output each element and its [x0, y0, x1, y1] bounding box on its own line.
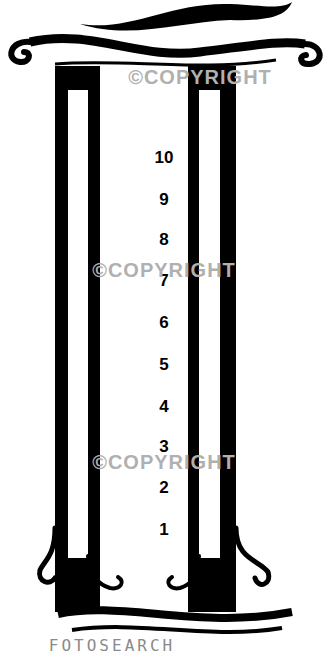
callout-number: 6 [159, 313, 168, 333]
column-capital [11, 2, 319, 65]
right-base-scroll [236, 528, 269, 584]
left-shaft [55, 66, 100, 612]
base-thin-wave [72, 627, 282, 632]
left-base-scroll [40, 528, 55, 582]
right-inner-scroll [168, 556, 199, 588]
left-inner-scroll [88, 556, 122, 588]
capital-left-scroll [11, 42, 30, 62]
watermark: ©COPYRIGHT [92, 259, 236, 282]
right-shaft-groove [199, 90, 220, 558]
capital-under-line [55, 60, 276, 65]
callout-number: 4 [159, 397, 168, 417]
callout-number: 8 [159, 230, 168, 250]
base-band [58, 610, 292, 618]
callout-number: 10 [155, 148, 174, 168]
right-shaft [188, 66, 236, 612]
column-shafts [55, 66, 236, 612]
watermark: FOTOSEARCH [49, 636, 175, 655]
column-base [40, 528, 292, 632]
left-shaft-groove [68, 90, 88, 558]
watermark: ©COPYRIGHT [128, 66, 272, 89]
capital-band [30, 38, 305, 53]
capital-right-scroll [301, 44, 320, 64]
callout-number: 9 [159, 190, 168, 210]
watermark: ©COPYRIGHT [92, 451, 236, 474]
capital-top-wave [80, 2, 292, 31]
callout-number: 2 [159, 478, 168, 498]
callout-number: 5 [159, 355, 168, 375]
callout-number: 1 [159, 520, 168, 540]
